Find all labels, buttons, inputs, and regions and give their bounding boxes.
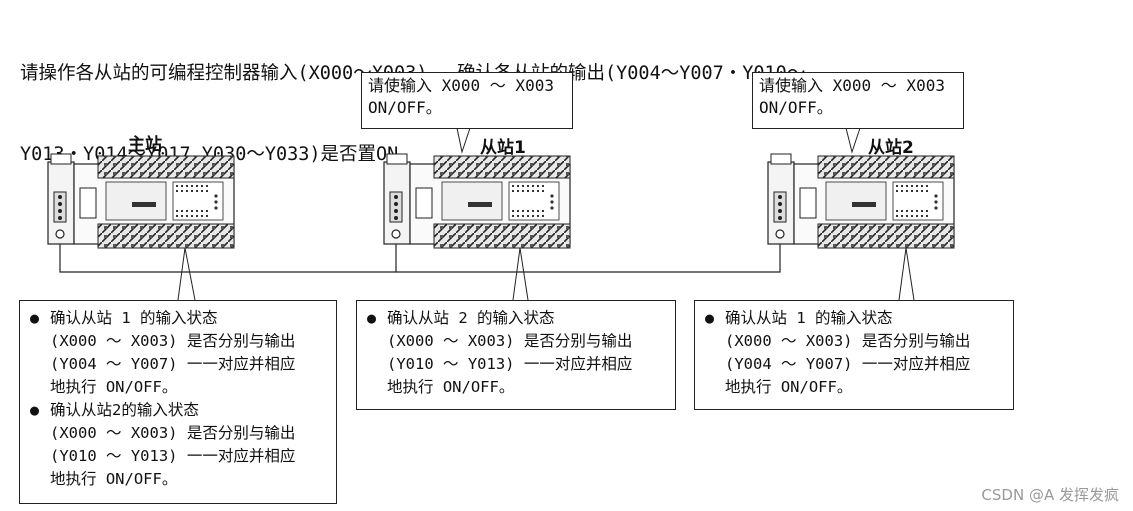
watermark: CSDN @A 发挥发疯 (981, 486, 1119, 504)
slave2-station-label: 从站2 (868, 138, 914, 158)
bullet-icon: ● (367, 309, 377, 327)
item-line: (Y004 ～ Y007) 一一对应并相应 (725, 355, 971, 373)
master-check-box: ● 确认从站 1 的输入状态 (X000 ～ X003) 是否分别与输出 (Y0… (19, 300, 337, 504)
item-title: 确认从站 1 的输入状态 (50, 309, 218, 327)
item-line: 地执行 ON/OFF。 (387, 378, 515, 396)
slave1-plc (383, 153, 571, 249)
item-line: (X000 ～ X003) 是否分别与输出 (50, 332, 296, 350)
item-line: (X000 ～ X003) 是否分别与输出 (387, 332, 633, 350)
item-line: (X000 ～ X003) 是否分别与输出 (50, 424, 296, 442)
slave2-callout: 请使输入 X000 ～ X003 ON/OFF。 (752, 72, 964, 129)
slave1-check-box: ● 确认从站 2 的输入状态 (X000 ～ X003) 是否分别与输出 (Y0… (356, 300, 676, 410)
slave2-plc (767, 153, 955, 249)
master-check-item-1: ● 确认从站 1 的输入状态 (X000 ～ X003) 是否分别与输出 (Y0… (30, 307, 328, 399)
slave1-callout-line2: ON/OFF。 (368, 98, 442, 117)
slave1-callout: 请使输入 X000 ～ X003 ON/OFF。 (361, 72, 573, 129)
bullet-icon: ● (705, 309, 715, 327)
slave2-check-item: ● 确认从站 1 的输入状态 (X000 ～ X003) 是否分别与输出 (Y0… (705, 307, 1005, 399)
item-line: (X000 ～ X003) 是否分别与输出 (725, 332, 971, 350)
item-line: 地执行 ON/OFF。 (725, 378, 853, 396)
bullet-icon: ● (30, 309, 40, 327)
instruction-line-1: 请操作各从站的可编程控制器输入(X000～X003)， 确认各从站的输出(Y00… (20, 63, 806, 84)
item-line: (Y010 ～ Y013) 一一对应并相应 (50, 447, 296, 465)
master-plc (47, 153, 235, 249)
slave1-callout-line1: 请使输入 X000 ～ X003 (368, 76, 554, 95)
slave2-callout-line1: 请使输入 X000 ～ X003 (759, 76, 945, 95)
item-title: 确认从站2的输入状态 (50, 401, 199, 419)
item-title: 确认从站 2 的输入状态 (387, 309, 555, 327)
master-check-item-2: ● 确认从站2的输入状态 (X000 ～ X003) 是否分别与输出 (Y010… (30, 399, 328, 491)
item-title: 确认从站 1 的输入状态 (725, 309, 893, 327)
item-line: (Y004 ～ Y007) 一一对应并相应 (50, 355, 296, 373)
item-line: 地执行 ON/OFF。 (50, 378, 178, 396)
slave1-check-item: ● 确认从站 2 的输入状态 (X000 ～ X003) 是否分别与输出 (Y0… (367, 307, 667, 399)
pointer-lines (177, 127, 915, 301)
slave1-station-label: 从站1 (480, 138, 526, 158)
bullet-icon: ● (30, 401, 40, 419)
item-line: 地执行 ON/OFF。 (50, 470, 178, 488)
item-line: (Y010 ～ Y013) 一一对应并相应 (387, 355, 633, 373)
slave2-callout-line2: ON/OFF。 (759, 98, 833, 117)
master-station-label: 主站 (128, 135, 162, 155)
slave2-check-box: ● 确认从站 1 的输入状态 (X000 ～ X003) 是否分别与输出 (Y0… (694, 300, 1014, 410)
